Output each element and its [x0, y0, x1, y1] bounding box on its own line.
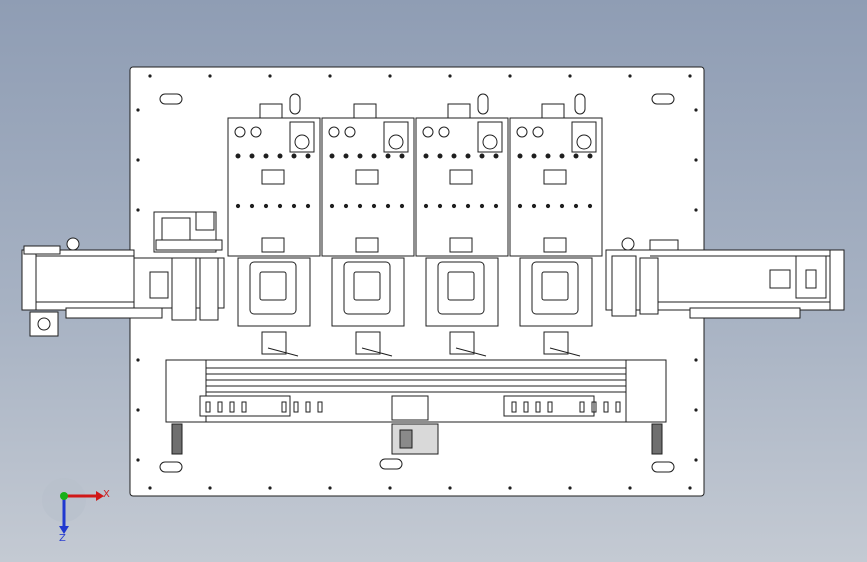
z-axis-arrow [59, 526, 69, 534]
x-axis-label: X [103, 489, 110, 500]
rail-slots [205, 401, 621, 413]
coordinate-triad: X Z [42, 478, 110, 544]
fixture-modules [227, 103, 603, 357]
x-axis-arrow [96, 491, 104, 501]
module-2 [321, 103, 415, 357]
module-4 [509, 103, 603, 357]
module-1 [227, 103, 321, 357]
left-conveyor [21, 211, 225, 337]
module-3 [415, 103, 509, 357]
rail-assembly [165, 359, 667, 455]
right-conveyor [605, 237, 845, 319]
y-axis-dot [60, 492, 68, 500]
z-axis-label: Z [59, 533, 66, 544]
